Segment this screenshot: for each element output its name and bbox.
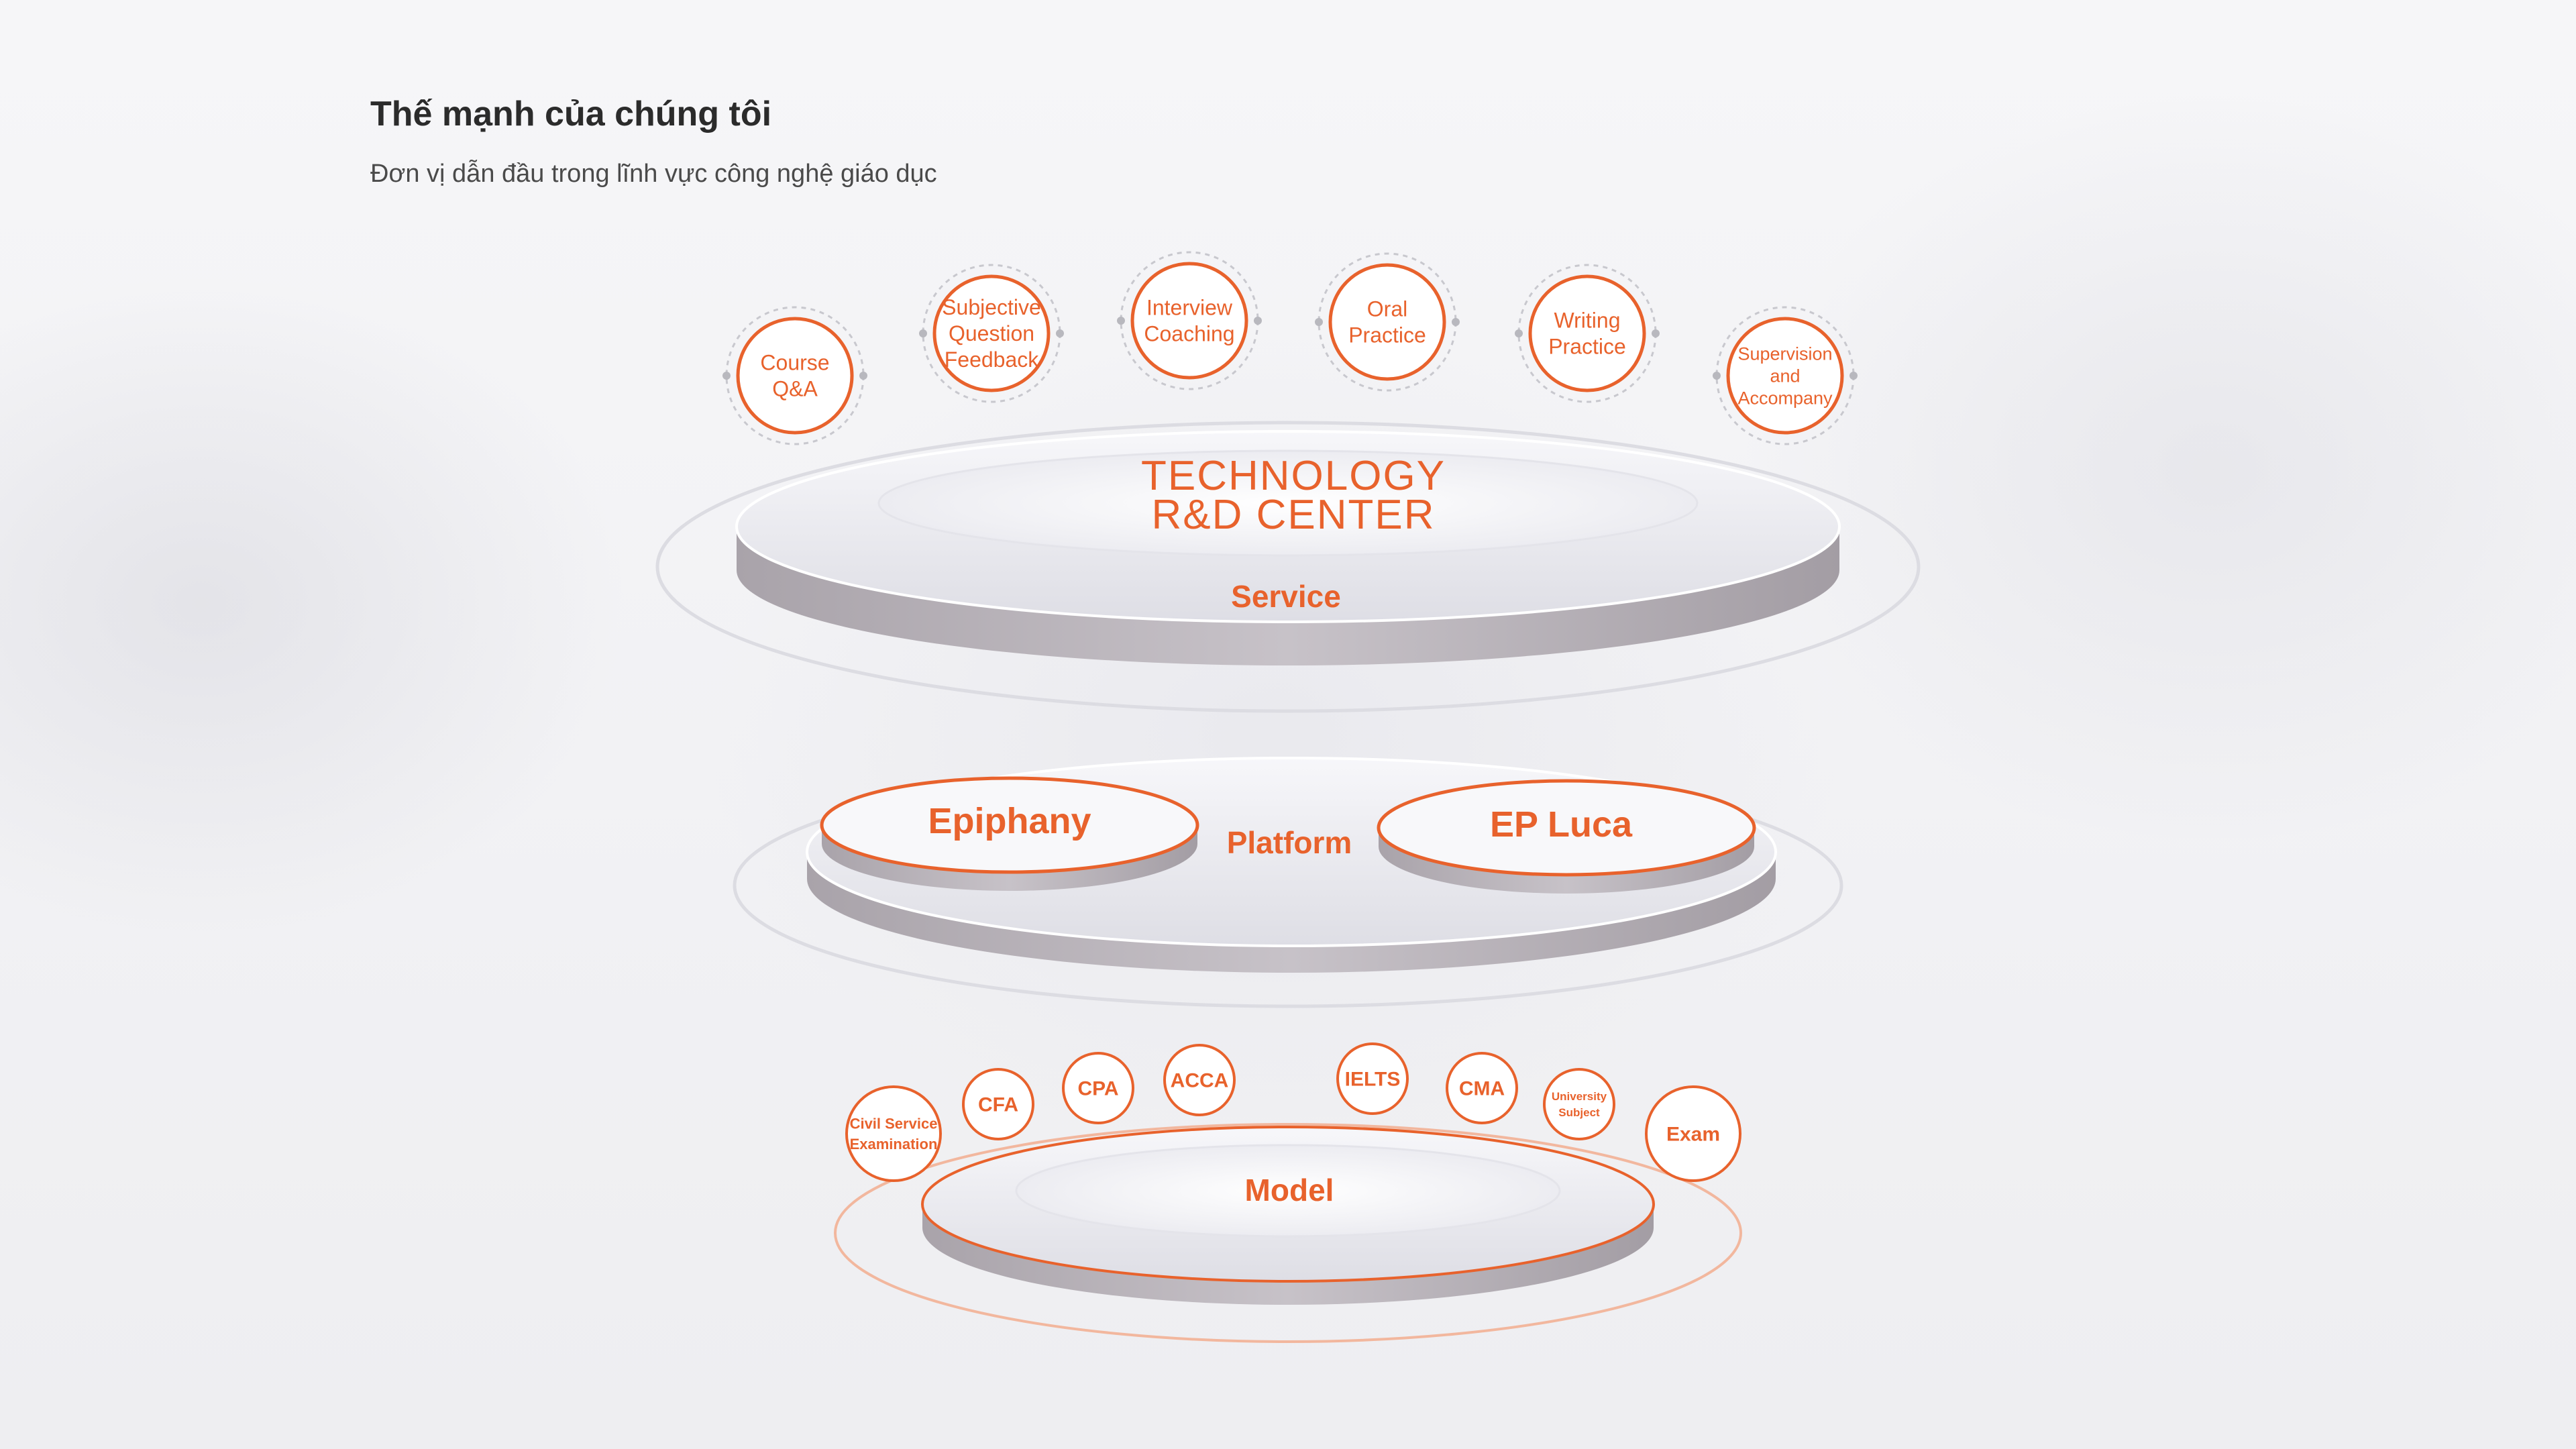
model-layer <box>834 1123 1742 1343</box>
model-item-label: Exam <box>1666 1124 1720 1146</box>
service-item-label: Supervision <box>1737 344 1832 364</box>
epiphany-pill-top <box>820 776 1199 874</box>
service-item-label: Subjective <box>942 295 1041 319</box>
service-disc-inner <box>877 449 1699 557</box>
service-item-label: and <box>1770 366 1800 386</box>
service-item-circle <box>1130 262 1248 380</box>
model-item-label: CPA <box>1077 1078 1118 1100</box>
model-item-label: IELTS <box>1345 1069 1401 1091</box>
service-item-label: Writing <box>1554 309 1621 333</box>
service-item-dot <box>1452 318 1460 326</box>
service-item-label: Interview <box>1146 296 1233 320</box>
header: Thế mạnh của chúng tôi Đơn vị dẫn đầu tr… <box>370 94 937 189</box>
service-item-dot <box>1652 329 1660 337</box>
service-item-dot <box>722 372 731 380</box>
model-item: CPA <box>1062 1052 1134 1124</box>
model-item-circle <box>1543 1068 1615 1140</box>
service-orbit-ring <box>655 421 1921 713</box>
model-item-label: Subject <box>1558 1106 1600 1119</box>
model-item-label: ACCA <box>1171 1070 1229 1092</box>
service-item-dot <box>859 372 867 380</box>
service-item-label: Question <box>949 321 1034 345</box>
service-item-label: Q&A <box>772 377 818 401</box>
model-item-circle <box>1062 1052 1134 1124</box>
service-item-circle <box>1726 317 1844 435</box>
model-label: Model <box>1245 1173 1334 1208</box>
model-item-circle <box>1645 1085 1741 1182</box>
model-item-circle <box>1336 1042 1409 1115</box>
service-item-label: Accompany <box>1737 388 1833 408</box>
model-item-label: University <box>1552 1090 1607 1103</box>
service-item-dot <box>1849 372 1858 380</box>
model-item-circle <box>1446 1052 1518 1124</box>
model-item: Exam <box>1645 1085 1741 1182</box>
service-item-label: Coaching <box>1144 322 1234 346</box>
service-item-label: Practice <box>1348 323 1426 347</box>
model-item-label: Civil Service <box>850 1115 938 1132</box>
service-item-dot <box>1056 329 1064 337</box>
service-item-label: Course <box>760 351 829 375</box>
service-layer <box>655 421 1921 713</box>
service-item-label: Practice <box>1548 335 1626 359</box>
center-label-line-2: R&D CENTER <box>1151 492 1435 538</box>
model-item-label: Examination <box>850 1136 938 1152</box>
model-item-circle <box>1163 1044 1236 1116</box>
service-item-label: Feedback <box>945 347 1040 372</box>
service-item-dot <box>1315 318 1323 326</box>
page-title: Thế mạnh của chúng tôi <box>370 95 772 133</box>
service-item-dot <box>1713 372 1721 380</box>
service-item-circle <box>932 274 1051 392</box>
service-item-dot <box>1515 329 1523 337</box>
model-item-label: CMA <box>1459 1078 1505 1100</box>
page-subtitle: Đơn vị dẫn đầu trong lĩnh vực công nghệ … <box>370 160 937 188</box>
epiphany-label: Epiphany <box>928 801 1091 841</box>
epluca-pill-top <box>1377 779 1756 877</box>
center-label: TECHNOLOGY R&D CENTER <box>1141 453 1446 538</box>
service-item-circle <box>1328 263 1446 381</box>
epluca-label: EP Luca <box>1490 804 1633 845</box>
service-label: Service <box>1231 579 1341 614</box>
model-disc-inner <box>1015 1144 1561 1238</box>
service-item-circle <box>1528 274 1646 392</box>
model-item-circle <box>962 1068 1034 1140</box>
model-item-label: CFA <box>978 1094 1018 1116</box>
service-item-label: Oral <box>1367 297 1407 321</box>
platform-label: Platform <box>1227 825 1352 860</box>
model-item: ACCA <box>1163 1044 1236 1116</box>
platform-product-epluca: EP Luca <box>1377 779 1756 894</box>
center-label-line-1: TECHNOLOGY <box>1141 453 1446 499</box>
model-item: IELTS <box>1336 1042 1409 1115</box>
platform-product-epiphany: Epiphany <box>820 776 1199 891</box>
model-item: CMA <box>1446 1052 1518 1124</box>
model-orbit-ring <box>834 1123 1742 1343</box>
model-item-circle <box>845 1085 942 1182</box>
model-item: CFA <box>962 1068 1034 1140</box>
service-item-dot <box>1117 317 1125 325</box>
service-item-dot <box>919 329 927 337</box>
service-item-dot <box>1254 317 1262 325</box>
service-item-circle <box>736 317 854 435</box>
